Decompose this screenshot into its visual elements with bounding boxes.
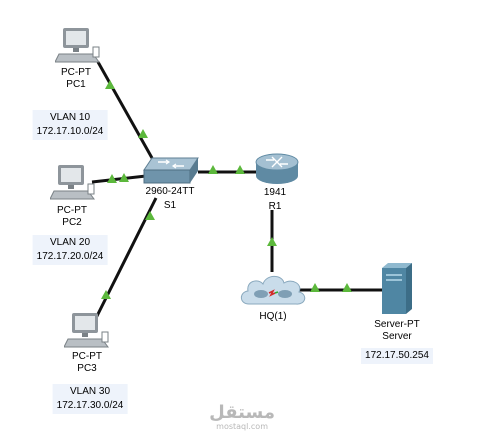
pc2-name-label: PC2	[62, 217, 82, 228]
pc2-model-label: PC-PT	[57, 205, 87, 216]
vlan30-subnet: 172.17.30.0/24	[56, 400, 124, 411]
watermark-latin: mostaql.com	[216, 422, 268, 431]
server-model-label: Server-PT	[374, 319, 420, 330]
port-up-indicator	[105, 80, 115, 89]
port-up-indicator	[310, 283, 320, 292]
vlan10-note: VLAN 10 172.17.10.0/24	[32, 110, 108, 140]
router-name-label: R1	[268, 201, 282, 212]
pc-icon[interactable]	[50, 164, 96, 202]
vlan30-title: VLAN 30	[69, 386, 111, 397]
port-up-indicator	[342, 283, 352, 292]
port-up-indicator	[145, 211, 155, 220]
switch-icon[interactable]	[142, 156, 200, 186]
pc-icon[interactable]	[64, 312, 110, 350]
pc-icon[interactable]	[55, 27, 101, 65]
pc3-model-label: PC-PT	[72, 351, 102, 362]
port-up-indicator	[119, 173, 129, 182]
port-indicators	[101, 80, 352, 299]
vlan20-subnet: 172.17.20.0/24	[36, 251, 104, 262]
cloud-name-label: HQ(1)	[259, 311, 287, 322]
vlan30-note: VLAN 30 172.17.30.0/24	[52, 384, 128, 414]
router-icon[interactable]	[254, 152, 300, 188]
cloud-icon[interactable]	[237, 270, 309, 310]
router-model-label: 1941	[263, 187, 287, 198]
port-up-indicator	[138, 129, 148, 138]
port-up-indicator	[107, 174, 117, 183]
link-pc1-s1[interactable]	[96, 61, 154, 159]
server-icon[interactable]	[380, 262, 414, 316]
watermark: مستقل mostaql.com	[209, 402, 275, 432]
port-up-indicator	[235, 165, 245, 174]
watermark-arabic: مستقل	[209, 402, 275, 423]
vlan10-title: VLAN 10	[49, 112, 91, 123]
port-up-indicator	[267, 237, 277, 246]
switch-name-label: S1	[163, 200, 177, 211]
pc3-name-label: PC3	[77, 363, 97, 374]
vlan20-note: VLAN 20 172.17.20.0/24	[32, 235, 108, 265]
link-pc2-s1[interactable]	[91, 174, 147, 184]
server-ip-note: 172.17.50.254	[361, 348, 433, 364]
vlan20-title: VLAN 20	[49, 237, 91, 248]
server-name-label: Server	[382, 331, 412, 342]
port-up-indicator	[101, 290, 111, 299]
port-up-indicator	[208, 165, 218, 174]
vlan10-subnet: 172.17.10.0/24	[36, 126, 104, 137]
server-ip: 172.17.50.254	[365, 350, 429, 361]
pc1-name-label: PC1	[66, 79, 86, 90]
switch-model-label: 2960-24TT	[145, 186, 195, 197]
pc1-model-label: PC-PT	[61, 67, 91, 78]
